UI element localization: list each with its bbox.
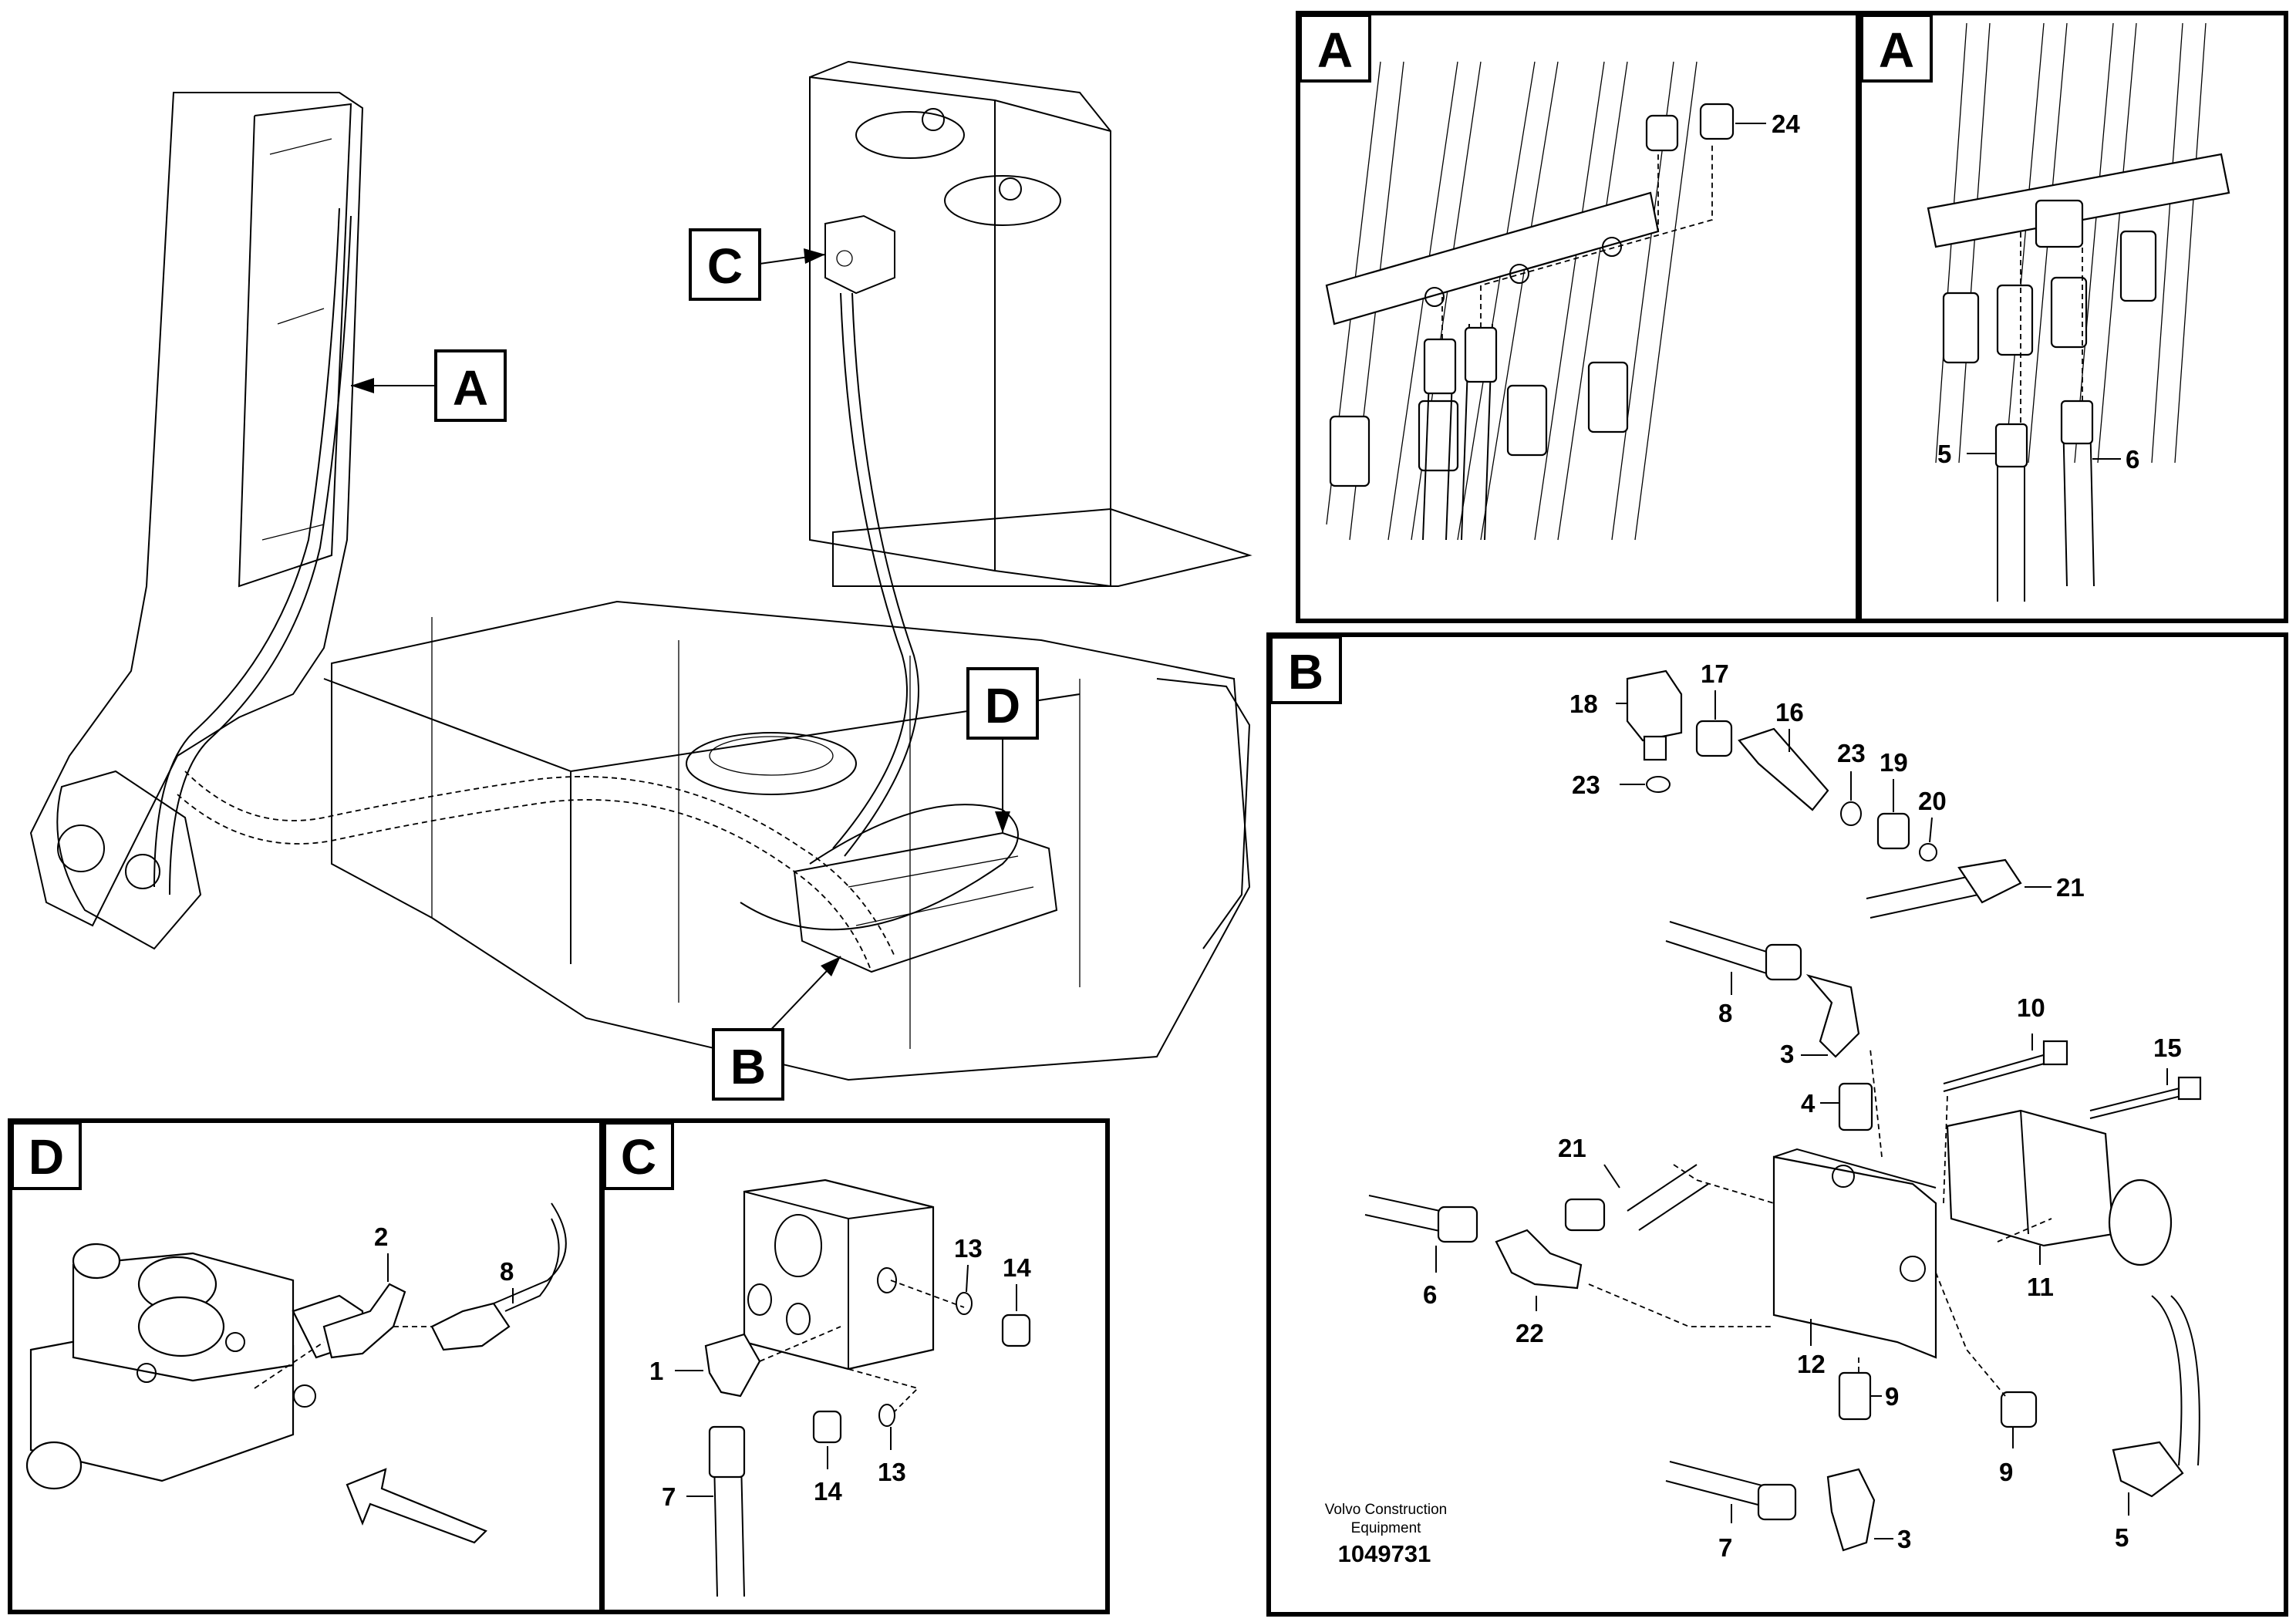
callout-5a: 5: [1937, 440, 1951, 468]
tag-panel-a1: A: [1317, 22, 1353, 78]
callout-9b: 9: [1999, 1458, 2013, 1486]
overview-drawing: [29, 60, 1253, 1081]
callout-11: 11: [2027, 1273, 2054, 1301]
callout-2: 2: [374, 1222, 388, 1251]
overview-callout-b: B: [712, 956, 841, 1101]
callout-17: 17: [1701, 659, 1729, 688]
callout-6b: 6: [1423, 1280, 1437, 1309]
callout-24: 24: [1772, 110, 1800, 138]
direction-arrow-icon: [346, 1468, 487, 1544]
tag-main-c: C: [707, 238, 743, 294]
callout-15: 15: [2153, 1034, 2182, 1062]
callout-13a: 13: [954, 1234, 983, 1263]
callout-23b: 23: [1572, 771, 1600, 799]
tag-main-b: B: [730, 1039, 766, 1094]
tag-panel-c: C: [621, 1129, 656, 1185]
callout-19: 19: [1880, 748, 1908, 777]
footer-company2: Equipment: [1351, 1520, 1422, 1536]
callout-21b: 21: [1558, 1134, 1586, 1162]
callout-3b: 3: [1897, 1525, 1911, 1553]
panel-c: C 13 14 1 14 13 7: [600, 1118, 1110, 1614]
callout-21a: 21: [2056, 873, 2085, 902]
tag-panel-d: D: [29, 1129, 64, 1185]
panel-b: B 18 17 16 23 23 19 20 21: [1266, 632, 2288, 1617]
callout-5b: 5: [2115, 1523, 2129, 1552]
tag-panel-a2: A: [1879, 22, 1914, 78]
tag-main-a: A: [453, 360, 488, 416]
overview-callout-d: D: [966, 667, 1039, 833]
footer-company: Volvo Construction: [1325, 1502, 1447, 1518]
callout-12: 12: [1797, 1350, 1826, 1378]
callout-8a: 8: [500, 1257, 514, 1286]
panel-d: D 2 8: [8, 1118, 604, 1614]
callout-8b: 8: [1718, 999, 1732, 1027]
panel-a2: A 5 6: [1857, 11, 2288, 623]
callout-14b: 14: [814, 1477, 842, 1506]
callout-9a: 9: [1885, 1382, 1899, 1411]
overview-callout-c: C: [689, 228, 826, 301]
panel-a1: A 24: [1296, 11, 1860, 623]
callout-22: 22: [1515, 1319, 1544, 1347]
callout-7b: 7: [1718, 1533, 1732, 1562]
callout-4: 4: [1801, 1089, 1816, 1118]
callout-3a: 3: [1780, 1040, 1794, 1068]
callout-16: 16: [1775, 698, 1804, 727]
tag-main-d: D: [985, 678, 1020, 733]
overview-callout-a: A: [351, 349, 507, 422]
callout-23a: 23: [1837, 739, 1866, 767]
footer-drawing-number: 1049731: [1338, 1540, 1431, 1567]
tag-panel-b: B: [1288, 644, 1323, 700]
callout-10: 10: [2017, 993, 2045, 1022]
callout-20: 20: [1918, 787, 1947, 815]
callout-7a: 7: [662, 1482, 676, 1511]
callout-1: 1: [649, 1357, 663, 1385]
callout-6a: 6: [2126, 445, 2139, 474]
callout-18: 18: [1569, 690, 1598, 718]
callout-14a: 14: [1003, 1253, 1031, 1282]
callout-13b: 13: [878, 1458, 906, 1486]
